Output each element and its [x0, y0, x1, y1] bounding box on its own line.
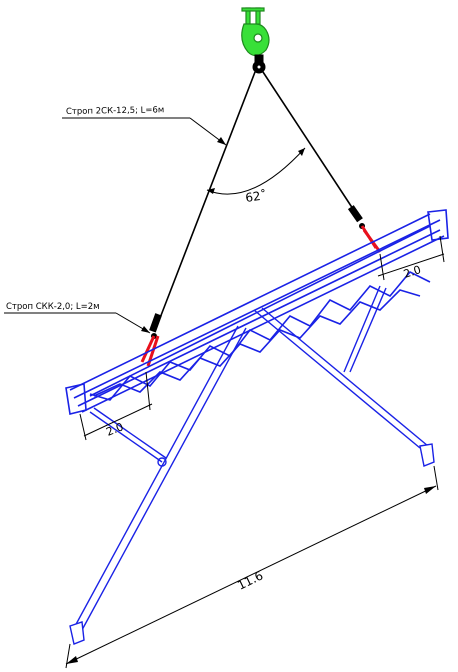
- leader-lower-arrow: [141, 326, 150, 333]
- sling-upper-label: Строп 2СК-12,5; L=6м: [66, 105, 165, 117]
- angle-arc: [206, 147, 306, 195]
- dim-bottom: [65, 465, 439, 669]
- dim-left: [79, 371, 153, 441]
- dim-left-label: 2.0: [104, 420, 125, 439]
- leader-lower: [4, 312, 151, 334]
- sling-fitting-right: [347, 205, 365, 229]
- dim-right-label: 2.0: [402, 263, 423, 281]
- leader-upper: [62, 117, 227, 146]
- upper-slings: [159, 71, 356, 319]
- angle-arrow: [298, 148, 305, 156]
- angle-arrow: [207, 188, 215, 194]
- legs: [69, 285, 435, 645]
- angle-label: 62˚: [244, 187, 267, 205]
- hook-shackle: [252, 54, 266, 74]
- dim-right: [377, 235, 445, 281]
- crane-hook: [241, 7, 270, 57]
- dim-bottom-arrow: [424, 486, 436, 494]
- dim-bottom-arrow: [66, 656, 78, 664]
- truss: [65, 209, 449, 415]
- sling-lower-label: Строп СКК-2,0; L=2м: [6, 302, 100, 312]
- leader-upper-arrow: [217, 137, 226, 145]
- sling-fitting-left: [149, 313, 162, 339]
- dim-bottom-label: 11.6: [235, 568, 265, 592]
